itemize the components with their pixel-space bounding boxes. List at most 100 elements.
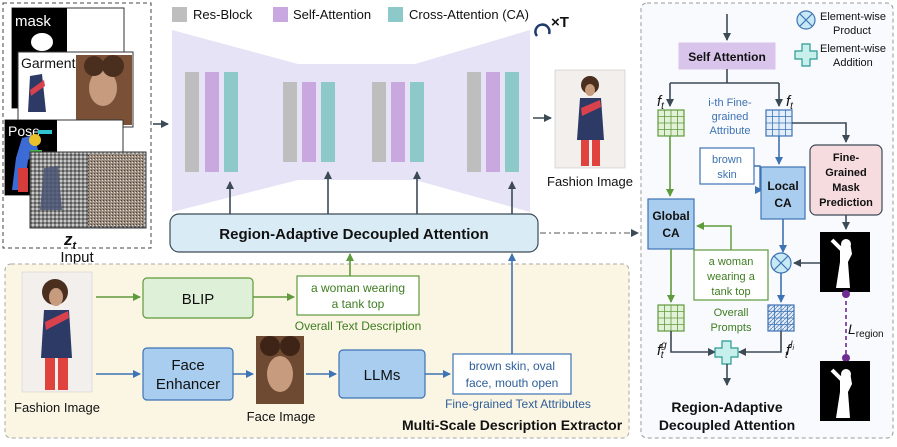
overall-prompts-line-1: Overall — [714, 307, 749, 319]
woman-text-box — [693, 249, 769, 301]
legend-self-attention-swatch — [273, 7, 288, 22]
local-ca-line-2: CA — [774, 196, 792, 210]
addition-legend-line-2: Addition — [833, 57, 873, 69]
self-attention-block — [302, 82, 316, 162]
addition-legend: Element-wise Addition — [794, 43, 886, 69]
overall-text-caption: Overall Text Description — [295, 319, 422, 333]
legend-res-block: Res-Block — [193, 7, 253, 22]
region-loss-label: Lregion — [848, 321, 884, 340]
extractor-input-caption: Fashion Image — [14, 400, 100, 415]
global-feature-grid — [657, 304, 685, 332]
output-fashion-image — [554, 69, 626, 169]
feature-grid-left — [657, 109, 685, 137]
legend-cross-attention-swatch — [388, 7, 403, 22]
element-wise-addition-icon — [794, 43, 818, 67]
extractor-title: Multi-Scale Description Extractor — [402, 417, 623, 433]
blip-label: BLIP — [182, 291, 215, 308]
feature-right-label: ft — [786, 93, 794, 112]
local-ca-line-1: Local — [767, 179, 798, 193]
overall-prompts-line-2: Prompts — [711, 322, 752, 334]
input-border — [2, 2, 152, 249]
input-caption: Input — [60, 249, 94, 266]
fine-attr-line-2: grained — [712, 111, 749, 123]
global-ca-box — [647, 198, 695, 250]
block-group-1 — [185, 72, 238, 172]
overall-text-box — [296, 275, 420, 316]
addition-legend-line-1: Element-wise — [820, 43, 886, 55]
feature-grid-right — [765, 109, 793, 137]
legend-self-attention: Self-Attention — [293, 7, 371, 22]
self-attention-label: Self Attention — [688, 50, 766, 64]
product-legend: Element-wise Product — [796, 10, 886, 37]
unet-shape — [172, 30, 530, 212]
block-group-4 — [467, 72, 519, 172]
repeat-symbol: ×T — [551, 14, 569, 31]
product-legend-line-1: Element-wise — [820, 11, 886, 23]
mask-pred-line-2: Grained — [825, 167, 867, 179]
block-group-2 — [283, 82, 335, 162]
block-group-3 — [372, 82, 424, 162]
garment-card: Garment — [17, 51, 134, 128]
detail-title-line-2: Decoupled Attention — [659, 417, 795, 433]
addition-operator-icon — [714, 340, 739, 365]
self-attention-block — [391, 82, 405, 162]
fine-text-line-2: face, mouth open — [466, 376, 559, 390]
cross-attention-block — [410, 82, 424, 162]
cross-attention-block — [224, 72, 238, 172]
legend-cross-attention: Cross-Attention (CA) — [409, 7, 529, 22]
self-attention-box — [678, 42, 776, 70]
block-legend: Res-Block Self-Attention Cross-Attention… — [172, 7, 529, 22]
self-attention-block — [486, 72, 500, 172]
face-enhancer-line-2: Enhancer — [156, 376, 220, 393]
global-ca-line-1: Global — [652, 209, 689, 223]
woman-text-line-2: wearing a — [706, 271, 756, 283]
res-block — [467, 72, 481, 172]
overall-text-line-1: a woman wearing — [311, 281, 405, 295]
res-block — [372, 82, 386, 162]
mask-label: mask — [15, 13, 51, 30]
res-block — [283, 82, 297, 162]
overall-text-line-2: a tank top — [332, 297, 385, 311]
extractor-fashion-image — [21, 271, 93, 393]
brown-skin-line-1: brown — [712, 154, 742, 166]
res-block — [185, 72, 199, 172]
repeat-loop-icon — [534, 23, 551, 37]
fine-attr-line-1: i-th Fine- — [708, 97, 752, 109]
woman-text-line-3: tank top — [711, 286, 750, 298]
mask-pred-line-1: Fine- — [833, 152, 860, 164]
global-ca-line-2: CA — [662, 226, 680, 240]
loss-endpoint-bottom — [842, 354, 850, 362]
rada-bar-label: Region-Adaptive Decoupled Attention — [219, 226, 488, 243]
output-caption: Fashion Image — [547, 174, 633, 189]
face-image-caption: Face Image — [247, 409, 316, 424]
unet: ×T — [172, 14, 569, 214]
latent-card — [29, 151, 147, 229]
latent-symbol: zt — [63, 230, 78, 252]
detail-title-line-1: Region-Adaptive — [671, 399, 782, 415]
face-image — [256, 336, 304, 404]
input-panel: mask Garment Pose — [2, 2, 152, 252]
local-feature-grid — [767, 304, 795, 332]
cross-attention-block — [505, 72, 519, 172]
mask-pred-line-4: Prediction — [819, 197, 873, 209]
predicted-mask-image — [820, 232, 870, 292]
product-legend-line-2: Product — [833, 25, 871, 37]
woman-text-line-1: a woman — [709, 256, 754, 268]
ground-truth-mask-image — [820, 361, 870, 421]
mask-pred-line-3: Mask — [832, 182, 860, 194]
detail-panel-border — [640, 2, 894, 439]
cross-attention-block — [321, 82, 335, 162]
brown-skin-box — [699, 147, 755, 185]
fine-text-line-1: brown skin, oval — [469, 359, 555, 373]
legend-res-block-swatch — [172, 7, 187, 22]
rada-detail-panel: Element-wise Product Element-wise Additi… — [640, 2, 894, 439]
llms-label: LLMs — [364, 367, 401, 384]
feature-left-label: ft — [657, 93, 665, 112]
blip-box — [142, 277, 254, 319]
fine-text-caption: Fine-grained Text Attributes — [445, 397, 591, 411]
fine-attr-line-3: Attribute — [710, 125, 751, 137]
fine-text-box — [452, 353, 572, 395]
